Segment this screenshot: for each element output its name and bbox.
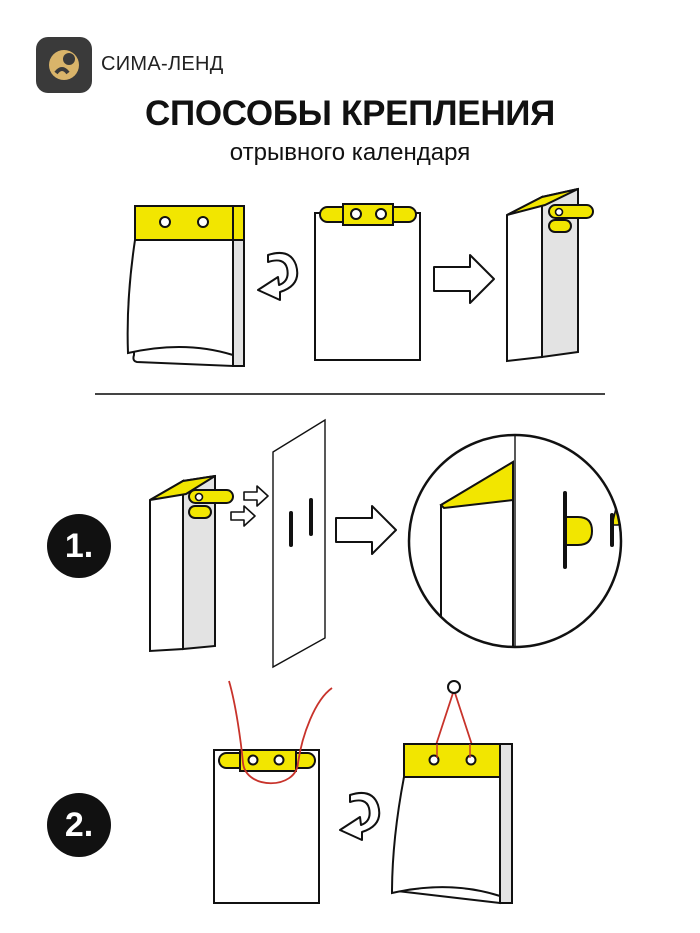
calendar-front-view — [126, 205, 245, 368]
step-1-badge: 1. — [47, 514, 111, 578]
brand-name: СИМА-ЛЕНД — [101, 53, 224, 75]
right-arrow-icon — [335, 505, 397, 555]
step1-calendar — [149, 474, 234, 653]
rotate-arrow-icon — [339, 792, 381, 841]
brand-logo-icon — [49, 50, 79, 80]
step-2-badge: 2. — [47, 793, 111, 857]
mounting-sheet — [272, 418, 326, 669]
calendar-back-view — [314, 203, 421, 361]
right-arrow-icon — [230, 485, 269, 527]
page-subtitle: отрывного календаря — [229, 139, 471, 166]
step2-calendar-hanging — [390, 680, 513, 905]
rotate-arrow-icon — [257, 252, 299, 301]
section-divider — [95, 393, 605, 395]
step2-calendar-back — [213, 680, 333, 904]
zoom-detail — [407, 433, 623, 649]
brand-logo — [36, 37, 92, 93]
calendar-side-view — [506, 187, 594, 363]
page-title: СПОСОБЫ КРЕПЛЕНИЯ — [144, 94, 556, 133]
right-arrow-icon — [433, 254, 495, 304]
